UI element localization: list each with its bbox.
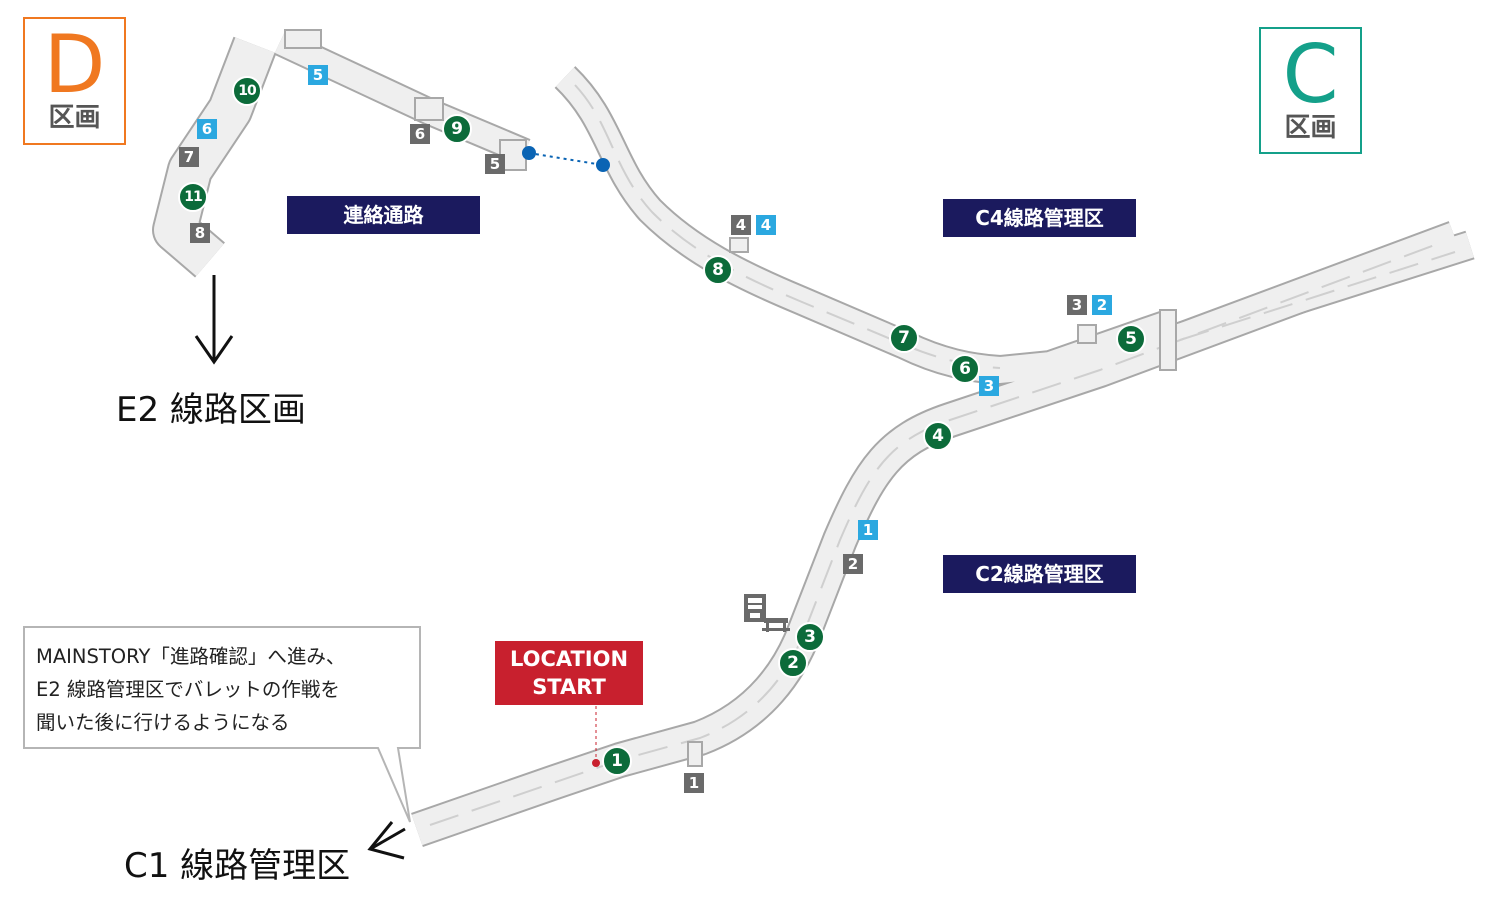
green-marker-6: 6 [950,354,980,384]
gray-marker-4: 4 [731,215,751,235]
green-marker-5: 5 [1116,324,1146,354]
vending-machine-icon [744,594,766,622]
track-lines [429,84,1456,826]
gray-marker-8: 8 [190,223,210,243]
green-marker-8: 8 [703,255,733,285]
green-marker-9: 9 [442,114,472,144]
blue-marker-6: 6 [197,119,217,139]
section-d-box: D 区画 [23,17,126,145]
section-c-letter: C [1282,28,1339,121]
area-banner-c2: C2線路管理区 [943,555,1136,593]
arrow-left-icon [367,821,406,860]
location-start-line2: START [532,675,606,699]
green-marker-10: 10 [232,76,262,106]
note-line: 聞いた後に行けるようになる [36,711,290,734]
green-marker-2: 2 [778,648,808,678]
arrow-down-icon [194,275,234,365]
area-banner-connector: 連絡通路 [287,196,480,234]
note-text: MAINSTORY「進路確認」へ進み、 E2 線路管理区でバレットの作戦を 聞い… [36,640,416,739]
connector-line [528,152,604,166]
section-c-label: 区画 [1284,113,1337,143]
location-start-badge: LOCATION START [495,641,643,705]
area-banner-c4: C4線路管理区 [943,199,1136,237]
green-marker-3: 3 [795,622,825,652]
blue-marker-2: 2 [1092,295,1112,315]
side-stubs [284,29,1177,767]
location-start-line1: LOCATION [509,647,629,671]
section-d-letter: D [43,18,106,111]
gray-marker-3: 3 [1067,295,1087,315]
gray-marker-2: 2 [843,554,863,574]
exit-label-c1[interactable]: C1 線路管理区 [124,846,351,886]
note-line: E2 線路管理区でバレットの作戦を [36,678,340,701]
gray-marker-5: 5 [485,154,505,174]
blue-marker-3: 3 [979,376,999,396]
green-marker-11: 11 [178,182,208,212]
note-line: MAINSTORY「進路確認」へ進み、 [36,645,346,668]
green-marker-4: 4 [923,421,953,451]
gray-marker-7: 7 [179,147,199,167]
section-c-box: C 区画 [1259,27,1362,154]
location-pointer-dot [592,759,600,767]
gray-marker-6: 6 [410,124,430,144]
green-marker-1: 1 [602,746,632,776]
exit-label-e2[interactable]: E2 線路区画 [116,390,306,430]
green-marker-7: 7 [889,323,919,353]
blue-marker-1: 1 [858,520,878,540]
gray-marker-1: 1 [684,773,704,793]
connector-dot [596,158,610,172]
connector-dot [522,146,536,160]
bench-icon [762,618,790,632]
blue-marker-5: 5 [308,65,328,85]
note-callout [23,626,421,823]
section-d-label: 区画 [48,103,101,133]
blue-marker-4: 4 [756,215,776,235]
